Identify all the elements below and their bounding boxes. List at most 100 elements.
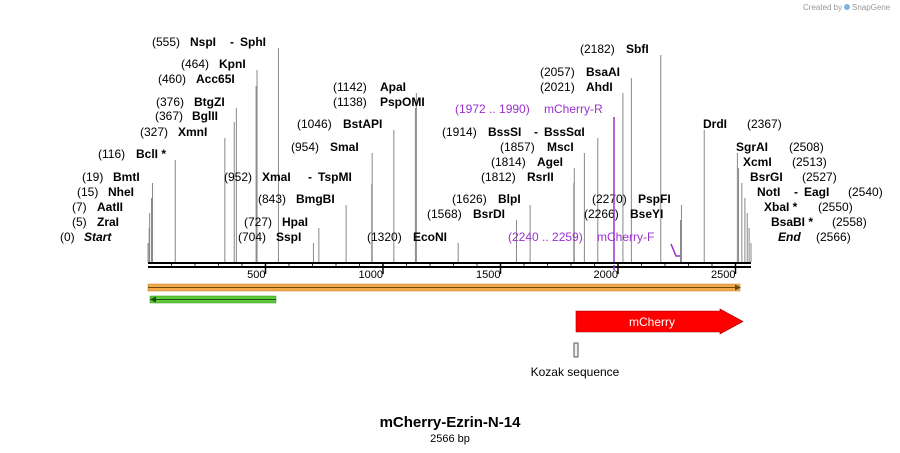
svg-text:mCherry-R: mCherry-R [544,102,603,116]
svg-text:BtgZI: BtgZI [194,95,225,109]
site-label-sbfi[interactable]: (2182) SbfI [580,42,649,56]
site-label-nspi-sphi[interactable]: (555) NspI - SphI [152,35,266,49]
svg-text:(7): (7) [72,200,87,214]
svg-text:Acc65I: Acc65I [196,72,235,86]
site-label-msci[interactable]: (1857) MscI [500,140,574,154]
credit-brand: SnapGene [852,3,891,12]
svg-text:(116): (116) [98,147,125,161]
site-label-noti-eagi[interactable]: NotI - EagI (2540) [757,185,883,199]
site-label-end[interactable]: End (2566) [778,230,851,244]
site-label-blpi[interactable]: (1626) BlpI [452,192,521,206]
feature-green-arrow-head [150,296,156,303]
site-label-rsrii[interactable]: (1812) RsrII [481,170,554,184]
site-label-bstapi[interactable]: (1046) BstAPI [297,117,382,131]
credit-text: Created by [803,3,842,12]
svg-text:AhdI: AhdI [586,80,613,94]
site-label-kpni[interactable]: (464) KpnI [181,57,246,71]
site-label-acc65i[interactable]: (460) Acc65I [158,72,235,86]
svg-text:(1814): (1814) [491,155,526,169]
svg-text:(2566): (2566) [816,230,851,244]
svg-text:BclI *: BclI * [136,147,166,161]
svg-text:EcoNI: EcoNI [413,230,447,244]
site-label-hpai[interactable]: (727) HpaI [244,215,308,229]
svg-text:Start: Start [84,230,112,244]
site-label-pspfi[interactable]: (2270) PspFI [592,192,671,206]
svg-text:XbaI *: XbaI * [764,200,798,214]
svg-text:BsrGI: BsrGI [750,170,783,184]
site-label-bseyi[interactable]: (2266) BseYI [584,207,663,221]
svg-text:(15): (15) [77,185,98,199]
svg-text:(555): (555) [152,35,180,49]
site-label-bsabi[interactable]: BsaBI * (2558) [771,215,867,229]
svg-text:(1914): (1914) [442,125,477,139]
site-label-xcmi[interactable]: XcmI (2513) [743,155,827,169]
svg-text:(2513): (2513) [792,155,827,169]
svg-text:BssSαI: BssSαI [544,125,585,139]
svg-text:BseYI: BseYI [630,207,663,221]
site-label-aatii[interactable]: (7) AatII [72,200,123,214]
svg-text:DrdI: DrdI [703,117,727,131]
feature-orange-bar-arrowhead [735,284,741,291]
svg-text:HpaI: HpaI [282,215,308,229]
svg-text:EagI: EagI [804,185,829,199]
site-label-bmgbi[interactable]: (843) BmgBI [258,192,335,206]
site-label-agei[interactable]: (1814) AgeI [491,155,563,169]
svg-text:(1626): (1626) [452,192,487,206]
svg-text:(460): (460) [158,72,186,86]
site-label-apai[interactable]: (1142) ApaI [333,80,406,94]
svg-text:XmnI: XmnI [178,125,207,139]
feature-mcherry-arrow[interactable] [575,308,744,335]
plasmid-title: mCherry-Ezrin-N-14 [380,414,522,431]
svg-text:KpnI: KpnI [219,57,246,71]
site-label-smai[interactable]: (954) SmaI [291,140,359,154]
svg-text:SspI: SspI [276,230,301,244]
svg-text:(1046): (1046) [297,117,332,131]
site-label-pspomi[interactable]: (1138) PspOMI [333,95,425,109]
site-label-ahdi[interactable]: (2021) AhdI [540,80,613,94]
site-label-bmti[interactable]: (19) BmtI [82,170,140,184]
axis-tick-label: 2000 [594,269,618,281]
site-label-drdi[interactable]: DrdI (2367) [703,117,782,131]
primer-mcherry-f-marker [670,243,680,257]
svg-text:(1972 .. 1990): (1972 .. 1990) [455,102,530,116]
primer-label-mcherry-f[interactable]: (2240 .. 2259) mCherry-F [508,230,654,244]
svg-text:(2558): (2558) [832,215,867,229]
site-label-sspi[interactable]: (704) SspI [238,230,301,244]
site-label-xmai-tspmi[interactable]: (952) XmaI - TspMI [224,170,352,184]
svg-text:(2550): (2550) [818,200,853,214]
site-label-start[interactable]: (0) Start [60,230,112,244]
site-label-btgzi[interactable]: (376) BtgZI [156,95,225,109]
site-label-bsrgi[interactable]: BsrGI (2527) [750,170,837,184]
site-label-econi[interactable]: (1320) EcoNI [367,230,447,244]
axis-tick-label: 1000 [359,269,383,281]
svg-text:mCherry-F: mCherry-F [597,230,654,244]
svg-text:-: - [308,170,312,184]
svg-text:(2508): (2508) [789,140,824,154]
svg-text:BmtI: BmtI [113,170,140,184]
svg-text:BsaBI *: BsaBI * [771,215,813,229]
site-label-bglii[interactable]: (367) BglII [155,109,218,123]
site-label-bcli[interactable]: (116) BclI * [98,147,166,161]
svg-text:(5): (5) [72,215,87,229]
feature-kozak-marker[interactable] [573,342,579,358]
svg-text:MscI: MscI [547,140,574,154]
site-label-nhei[interactable]: (15) NheI [77,185,134,199]
svg-text:(367): (367) [155,109,183,123]
svg-text:(1320): (1320) [367,230,402,244]
site-label-bsssi-bsssai[interactable]: (1914) BssSI - BssSαI [442,125,585,139]
site-label-sgrai[interactable]: SgrAI (2508) [736,140,824,154]
svg-text:AatII: AatII [97,200,123,214]
svg-text:BsrDI: BsrDI [473,207,505,221]
primer-label-mcherry-r[interactable]: (1972 .. 1990) mCherry-R [455,102,603,116]
site-label-xbai[interactable]: XbaI * (2550) [764,200,853,214]
svg-text:NspI: NspI [190,35,216,49]
site-label-xmni[interactable]: (327) XmnI [140,125,207,139]
site-label-bsaai[interactable]: (2057) BsaAI [540,65,620,79]
svg-text:End: End [778,230,801,244]
svg-text:AgeI: AgeI [537,155,563,169]
svg-text:PspFI: PspFI [638,192,671,206]
site-label-bsrdi[interactable]: (1568) BsrDI [427,207,505,221]
svg-text:BssSI: BssSI [488,125,521,139]
site-label-zrai[interactable]: (5) ZraI [72,215,119,229]
